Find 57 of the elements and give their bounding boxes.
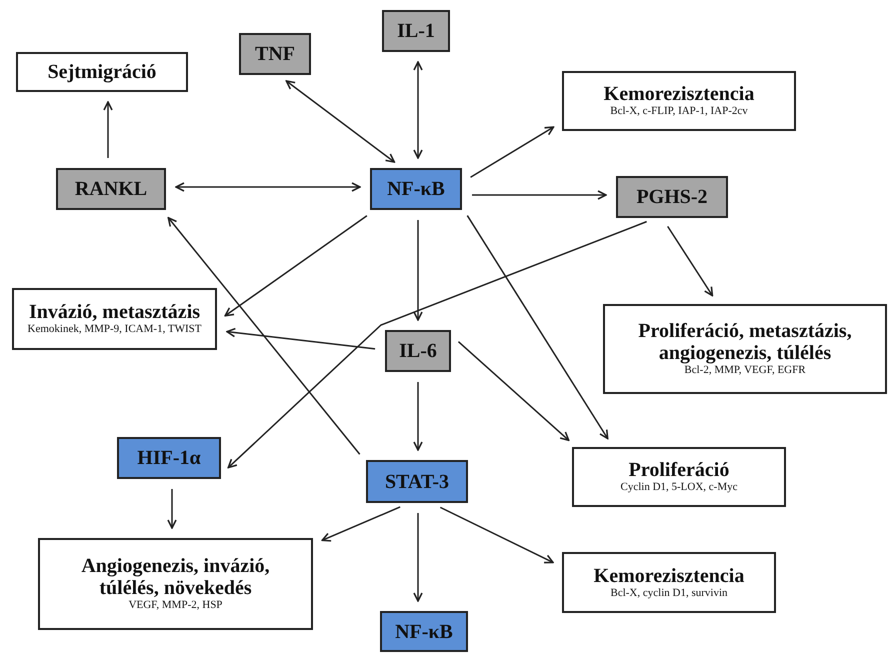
arrow [440, 506, 554, 564]
arrow [286, 80, 396, 163]
node-title: Sejtmigráció [48, 61, 156, 83]
arrow [458, 341, 570, 442]
node-title: Proliferáció [628, 459, 730, 482]
factor-box [56, 168, 166, 210]
factor-box [117, 437, 221, 479]
arrow [466, 215, 608, 440]
outcome-box [12, 288, 217, 350]
outcome-box [562, 71, 796, 131]
arrow [168, 216, 360, 455]
arrow [226, 328, 376, 350]
arrow [103, 101, 113, 158]
gene-list: Cyclin D1, 5-LOX, c-Myc [620, 481, 738, 495]
arrow [667, 226, 714, 296]
node-title: Kemorezisztencia [604, 83, 754, 106]
factor-box [239, 33, 311, 75]
node-title: Angiogenezis, invázió, túlélés, növekedés [80, 555, 271, 600]
outcome-box [603, 304, 887, 394]
outcome-box [16, 52, 188, 92]
arrow [175, 182, 361, 192]
arrow [167, 489, 177, 529]
factor-box [370, 168, 462, 210]
node-title: IL-6 [399, 340, 437, 362]
gene-list: Kemokinek, MMP-9, ICAM-1, TWIST [28, 323, 202, 337]
arrow [228, 220, 647, 468]
arrow [413, 61, 423, 159]
gene-list: VEGF, MMP-2, HSP [128, 599, 222, 613]
outcome-box [572, 447, 786, 507]
gene-list: Bcl-X, cyclin D1, survivin [610, 586, 728, 600]
arrow [472, 190, 607, 200]
factor-box [382, 10, 450, 52]
node-title: Proliferáció, metasztázis, angiogenezis, túlélés [637, 320, 853, 364]
node-title: PGHS-2 [636, 186, 708, 208]
node-title: NF-κB [387, 178, 445, 200]
node-title: IL-1 [397, 20, 435, 42]
factor-box [385, 330, 451, 372]
arrow [413, 220, 423, 321]
factor-box [380, 611, 468, 652]
node-title: TNF [255, 43, 295, 65]
factor-box [616, 176, 728, 218]
outcome-box [562, 552, 776, 613]
gene-list: Bcl-2, MMP, VEGF, EGFR [684, 364, 806, 378]
arrow [321, 506, 400, 542]
arrow [470, 126, 554, 178]
arrow [413, 382, 423, 451]
node-title: RANKL [74, 178, 148, 200]
factor-box [366, 460, 468, 503]
node-title: Invázió, metasztázis [28, 301, 200, 324]
node-title: Kemorezisztencia [594, 564, 744, 587]
node-title: NF-κB [395, 620, 453, 642]
arrow [224, 215, 368, 317]
node-title: HIF-1α [137, 447, 201, 469]
outcome-box [38, 538, 313, 630]
gene-list: Bcl-X, c-FLIP, IAP-1, IAP-2cv [610, 105, 748, 119]
arrow [413, 513, 423, 602]
node-title: STAT-3 [384, 470, 450, 492]
